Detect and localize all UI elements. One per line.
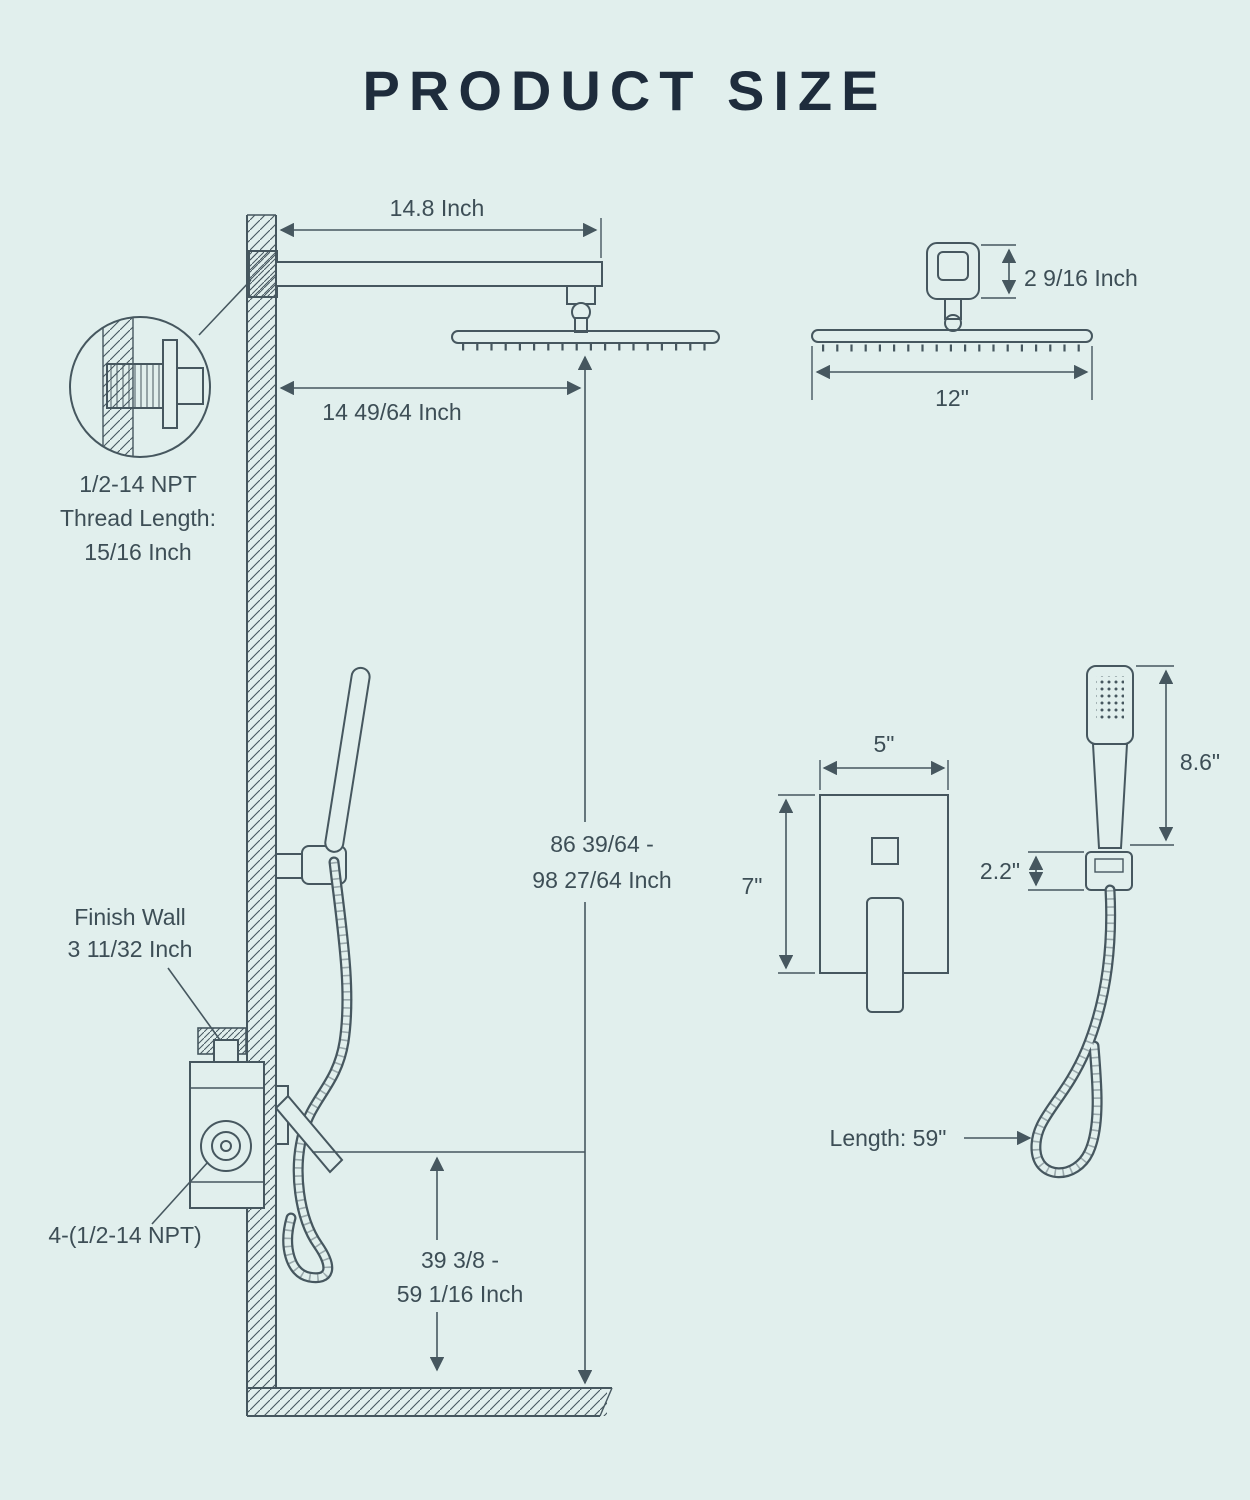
hand-shower-main [275, 666, 371, 1284]
thread-note-line3: 15/16 Inch [84, 539, 191, 565]
pipe-stub [176, 367, 204, 405]
wall-flange [248, 250, 278, 298]
rain-shower-head [451, 330, 720, 351]
head-ball-joint [944, 314, 962, 332]
thread-note-line2: Thread Length: [60, 505, 216, 531]
dim-total-height: 86 39/64 - 98 27/64 Inch [520, 355, 684, 1385]
hose-length-label: Length: 59" [830, 1125, 947, 1151]
dim-total-height-line2: 98 27/64 Inch [532, 867, 671, 893]
dim-head-offset: 14 49/64 Inch [275, 292, 582, 425]
rough-in-valve [189, 1027, 344, 1209]
finish-wall-line2: 3 11/32 Inch [68, 936, 193, 962]
valve-top-port [213, 1039, 239, 1063]
thread-note-line1: 1/2-14 NPT [79, 471, 197, 497]
valve-handle [866, 897, 904, 1013]
dim-handheld-height-label: 8.6" [1180, 749, 1220, 775]
spray-face [1096, 676, 1124, 720]
valve-body [189, 1061, 265, 1209]
thread-detail-callout: 1/2-14 NPT Thread Length: 15/16 Inch [60, 279, 252, 565]
valve-ports-label: 4-(1/2-14 NPT) [48, 1222, 201, 1248]
dim-arm-length: 14.8 Inch [275, 195, 602, 258]
head-plate [811, 329, 1093, 343]
label-valve-ports: 4-(1/2-14 NPT) [48, 1161, 209, 1248]
dim-valve-plate-height-label: 7" [742, 873, 763, 899]
finish-wall-line1: Finish Wall [74, 904, 186, 930]
dim-valve-height-line2: 59 1/16 Inch [397, 1281, 524, 1307]
page-title: PRODUCT SIZE [362, 59, 888, 122]
arm-connector [566, 285, 596, 305]
head-side-view: 2 9/16 Inch 12" [811, 242, 1138, 411]
flange-plate [162, 339, 178, 429]
handheld-view: 8.6" 2.2" Length: 59" [830, 665, 1220, 1179]
handheld-bracket [1085, 851, 1133, 891]
valve-lever [274, 1094, 344, 1174]
valve-front-view: 5" 7" [742, 731, 949, 1013]
dim-head-offset-label: 14 49/64 Inch [322, 399, 461, 425]
dim-connector-height-label: 2 9/16 Inch [1024, 265, 1138, 291]
dim-holder-height-label: 2.2" [980, 858, 1020, 884]
dim-arm-length-label: 14.8 Inch [390, 195, 485, 221]
handheld-handle [1091, 743, 1129, 849]
dim-valve-width-label: 5" [874, 731, 895, 757]
wall-section [246, 214, 277, 1416]
dim-valve-height-line1: 39 3/8 - [421, 1247, 499, 1273]
dim-valve-height: 39 3/8 - 59 1/16 Inch [312, 1151, 585, 1372]
diverter-button [871, 837, 899, 865]
wall-mount [275, 853, 303, 879]
floor-section [247, 1387, 613, 1417]
label-finish-wall: Finish Wall 3 11/32 Inch [68, 904, 221, 1041]
shower-arm [248, 250, 603, 333]
dim-total-height-line1: 86 39/64 - [550, 831, 654, 857]
valve-cartridge [200, 1120, 252, 1172]
hand-wand [324, 666, 371, 853]
dim-head-width-label: 12" [935, 385, 969, 411]
threaded-pipe [106, 363, 164, 409]
